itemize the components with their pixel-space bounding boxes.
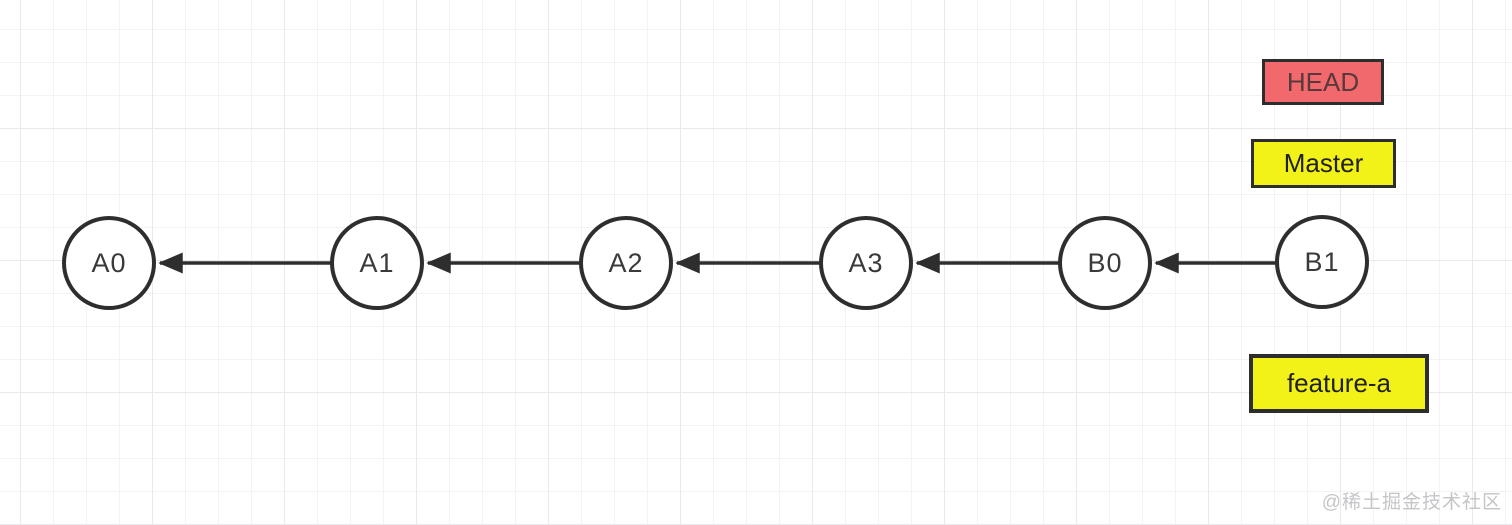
commit-label: A0 — [91, 247, 127, 278]
commit-node-a3: A3 — [819, 216, 913, 310]
commit-node-b1: B1 — [1275, 215, 1369, 309]
head-ref-label: HEAD — [1262, 59, 1384, 105]
commit-label: B1 — [1304, 246, 1340, 277]
commit-label: B0 — [1087, 247, 1123, 278]
watermark: @稀土掘金技术社区 — [1321, 492, 1502, 513]
commit-node-a2: A2 — [579, 216, 673, 310]
commit-node-a1: A1 — [330, 216, 424, 310]
commit-node-a0: A0 — [62, 216, 156, 310]
feature-a-branch-label: feature-a — [1249, 354, 1429, 413]
commit-label: A1 — [359, 247, 395, 278]
commit-label: A2 — [608, 247, 644, 278]
commit-label: A3 — [848, 247, 884, 278]
master-branch-label: Master — [1251, 139, 1396, 188]
commit-node-b0: B0 — [1058, 216, 1152, 310]
